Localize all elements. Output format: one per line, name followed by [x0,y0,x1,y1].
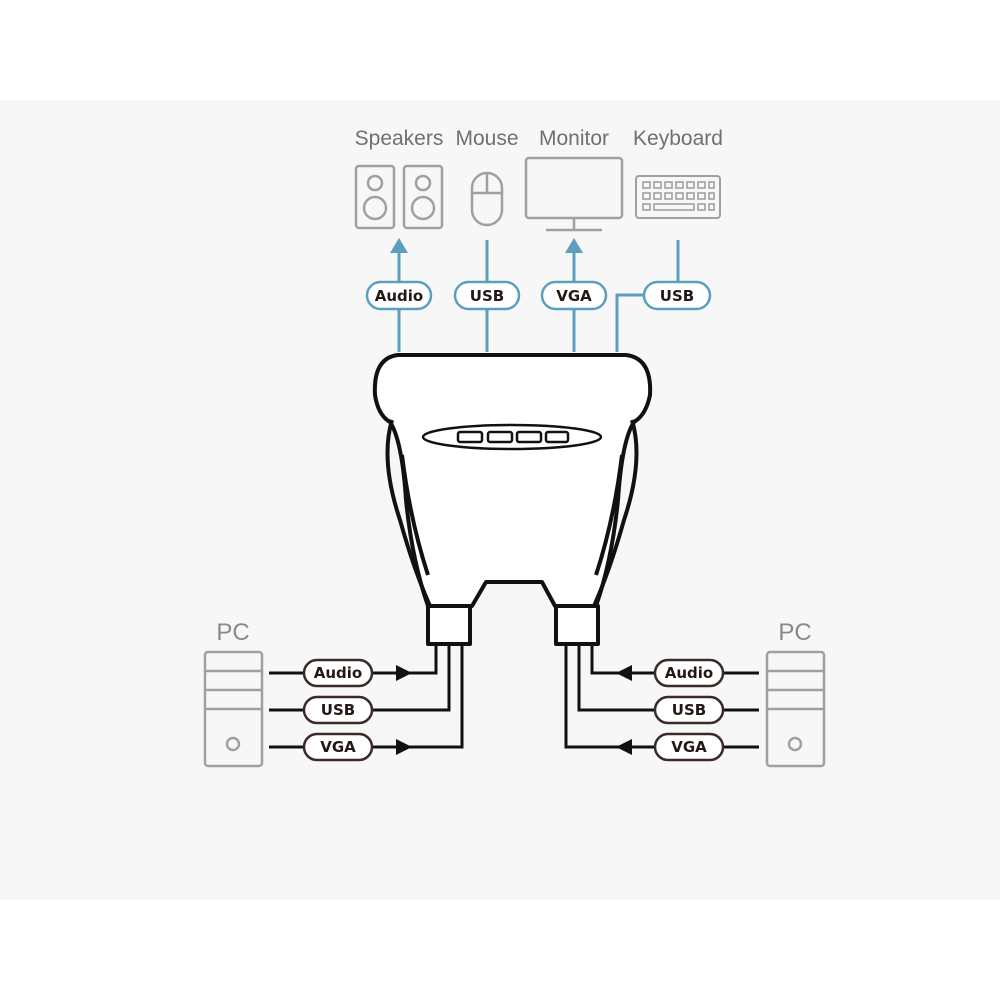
right-audio-arrow-icon [616,665,632,681]
keyboard-icon [635,175,721,219]
speakers-arrow-icon [390,238,408,253]
left-vga-arrow-icon [396,739,412,755]
console-vga-label: VGA [556,287,592,305]
kvm-switch-icon [372,353,653,646]
right-usb-pill: USB [653,695,725,725]
left-usb-pill: USB [302,695,374,725]
console-cables [397,240,680,352]
left-pc-cables [269,644,464,749]
speakers-label: Speakers [355,127,444,150]
right-vga-pill: VGA [653,732,725,762]
left-audio-pill: Audio [302,658,374,688]
console-usb-pill: USB [453,280,521,311]
keyboard-label: Keyboard [633,127,723,150]
console-usb-2-label: USB [660,287,694,305]
monitor-icon [524,156,624,232]
monitor-arrow-icon [565,238,583,253]
right-pc-label: PC [778,619,811,646]
right-audio-pill: Audio [653,658,725,688]
console-audio-pill: Audio [365,280,433,311]
right-pc-cables [564,644,759,749]
console-audio-label: Audio [375,287,423,305]
left-audio-arrow-icon [396,665,412,681]
console-vga-pill: VGA [540,280,608,311]
right-vga-arrow-icon [616,739,632,755]
switch-port-leds [421,423,603,451]
speakers-icon [354,164,444,230]
mouse-label: Mouse [455,127,518,150]
left-audio-label: Audio [314,664,362,682]
left-vga-pill: VGA [302,732,374,762]
console-usb-2-pill: USB [642,280,712,311]
right-usb-label: USB [672,701,706,719]
left-pc-label: PC [216,619,249,646]
right-pc-icon [765,650,826,768]
right-vga-label: VGA [671,738,707,756]
mouse-icon [470,171,504,227]
monitor-label: Monitor [539,127,609,150]
left-usb-label: USB [321,701,355,719]
left-vga-label: VGA [320,738,356,756]
right-audio-label: Audio [665,664,713,682]
console-usb-label: USB [470,287,504,305]
left-pc-icon [203,650,264,768]
